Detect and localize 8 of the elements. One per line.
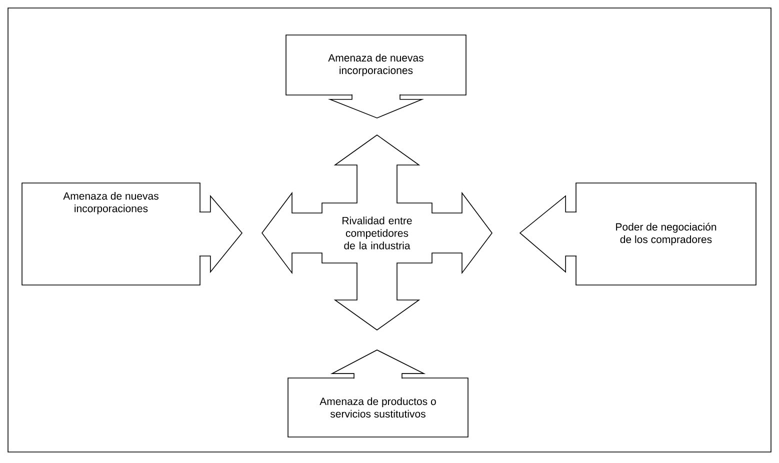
block-arrow xyxy=(199,194,243,274)
callout-box: Amenaza de productos o servicios sustitutivos xyxy=(288,378,468,438)
block-arrow xyxy=(330,350,426,379)
block-arrow xyxy=(519,195,577,273)
callout-box: Amenaza de nuevas incorporaciones xyxy=(286,34,466,96)
callout-box: Amenaza de nuevas incorporaciones xyxy=(22,182,200,286)
block-arrow xyxy=(328,94,424,118)
callout-box: Poder de negociación de los compradores xyxy=(576,182,756,286)
